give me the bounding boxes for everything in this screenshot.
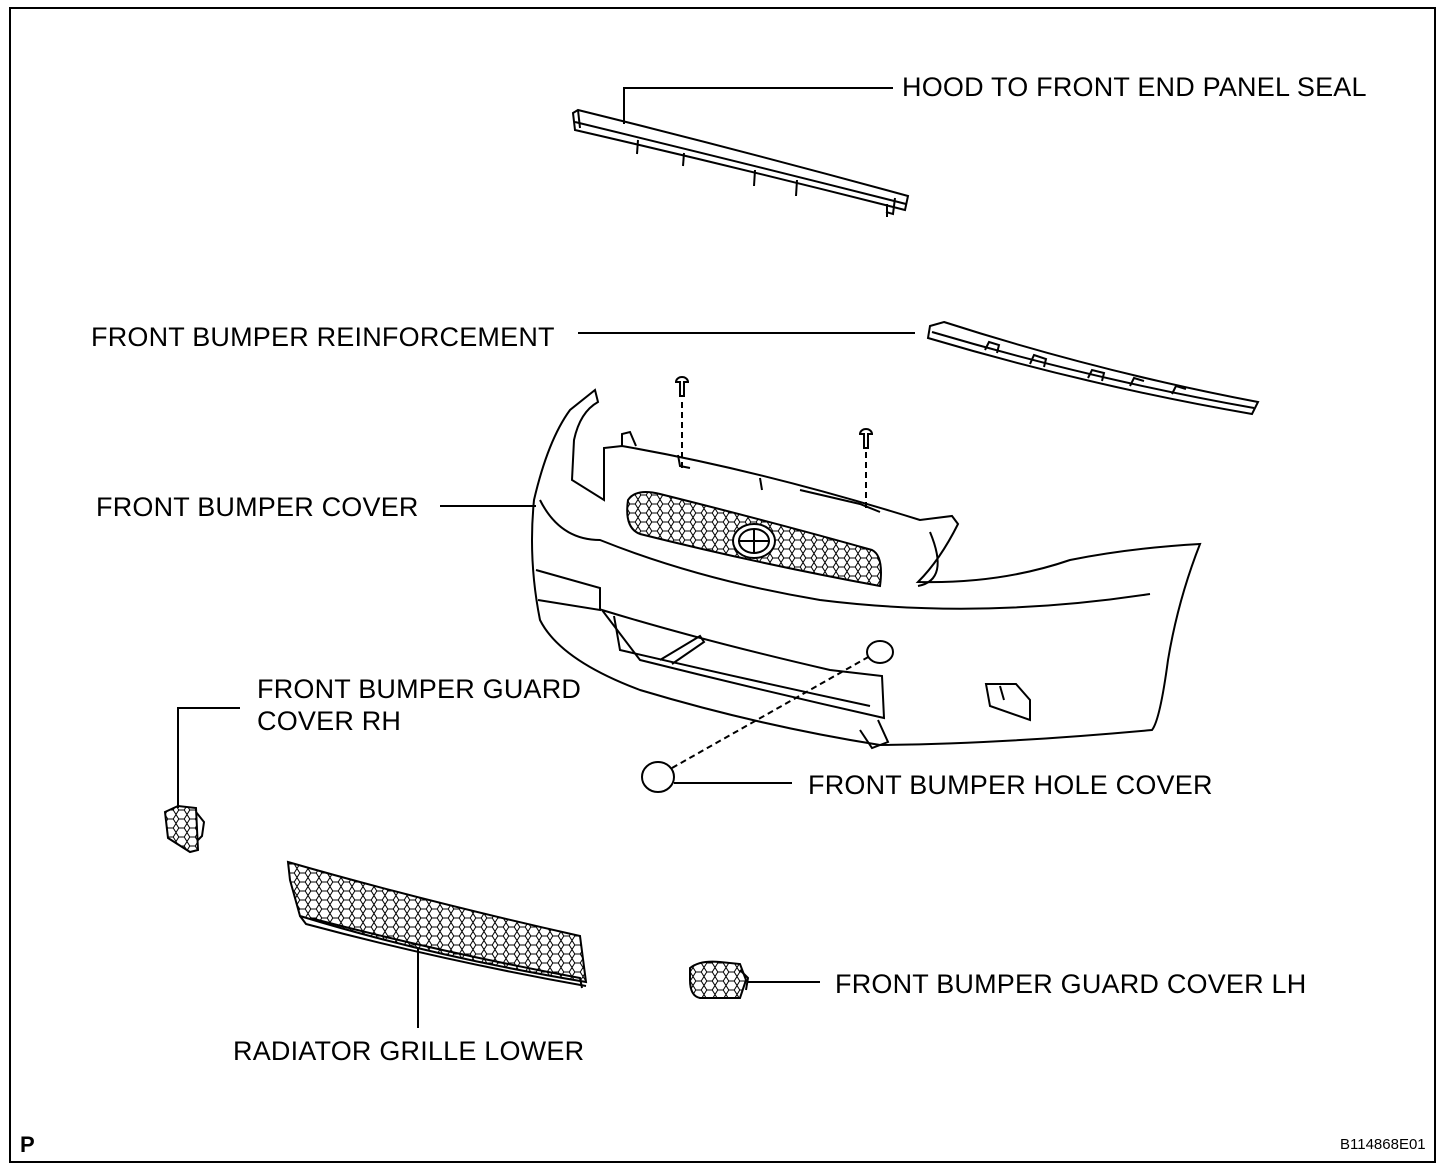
bumper-cover-part — [531, 376, 1202, 750]
label-guard-cover-lh: FRONT BUMPER GUARD COVER LH — [835, 969, 1307, 999]
grille-lower-part — [286, 860, 588, 989]
label-hood-seal: HOOD TO FRONT END PANEL SEAL — [902, 72, 1367, 102]
label-bumper-cover: FRONT BUMPER COVER — [96, 492, 419, 522]
hole-cover-part — [641, 655, 871, 793]
guard-cover-lh-part — [689, 960, 750, 999]
label-hole-cover: FRONT BUMPER HOLE COVER — [808, 770, 1213, 800]
guard-cover-rh-part — [163, 804, 206, 854]
leader-guard-cover-rh — [177, 707, 240, 808]
diagram-frame — [9, 7, 1436, 1163]
hood-seal-part — [571, 108, 910, 217]
label-guard-cover-rh-line2: COVER RH — [257, 706, 402, 736]
reinforcement-part — [926, 320, 1260, 416]
label-reinforcement: FRONT BUMPER REINFORCEMENT — [91, 322, 555, 352]
label-guard-cover-rh-line1: FRONT BUMPER GUARD — [257, 674, 582, 704]
figure-code: B114868E01 — [1340, 1136, 1426, 1153]
leader-hood-seal — [623, 87, 893, 124]
corner-mark: P — [20, 1132, 35, 1157]
label-grille-lower: RADIATOR GRILLE LOWER — [233, 1036, 585, 1066]
